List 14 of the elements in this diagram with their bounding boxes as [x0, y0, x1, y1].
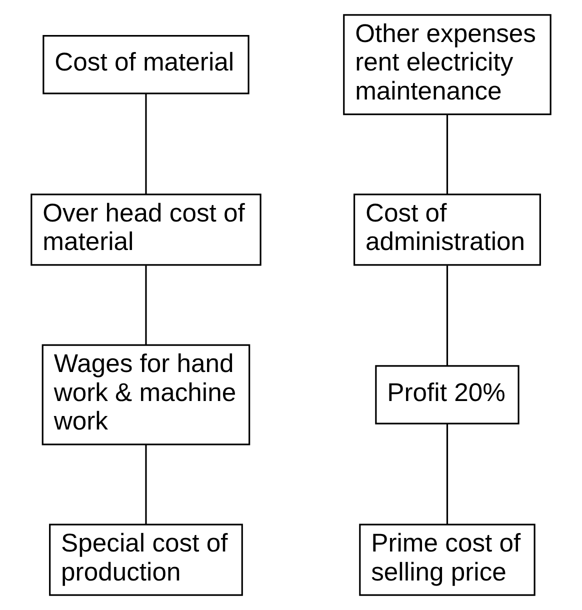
connector [446, 114, 448, 194]
connector [145, 94, 147, 194]
node-box: Prime cost of selling price [359, 524, 536, 596]
node-box: Cost of material [42, 35, 250, 94]
node-box: Special cost of production [49, 524, 243, 596]
node-box: Wages for hand work & machine work [42, 344, 250, 446]
connector [446, 424, 448, 524]
node-box: Cost of administration [354, 194, 541, 266]
node-box: Other expenses rent electricity maintenance [343, 14, 552, 116]
connector [145, 266, 147, 345]
connector [446, 266, 448, 366]
connector [145, 444, 147, 524]
node-box: Profit 20% [375, 365, 520, 424]
node-box: Over head cost of material [30, 194, 262, 266]
